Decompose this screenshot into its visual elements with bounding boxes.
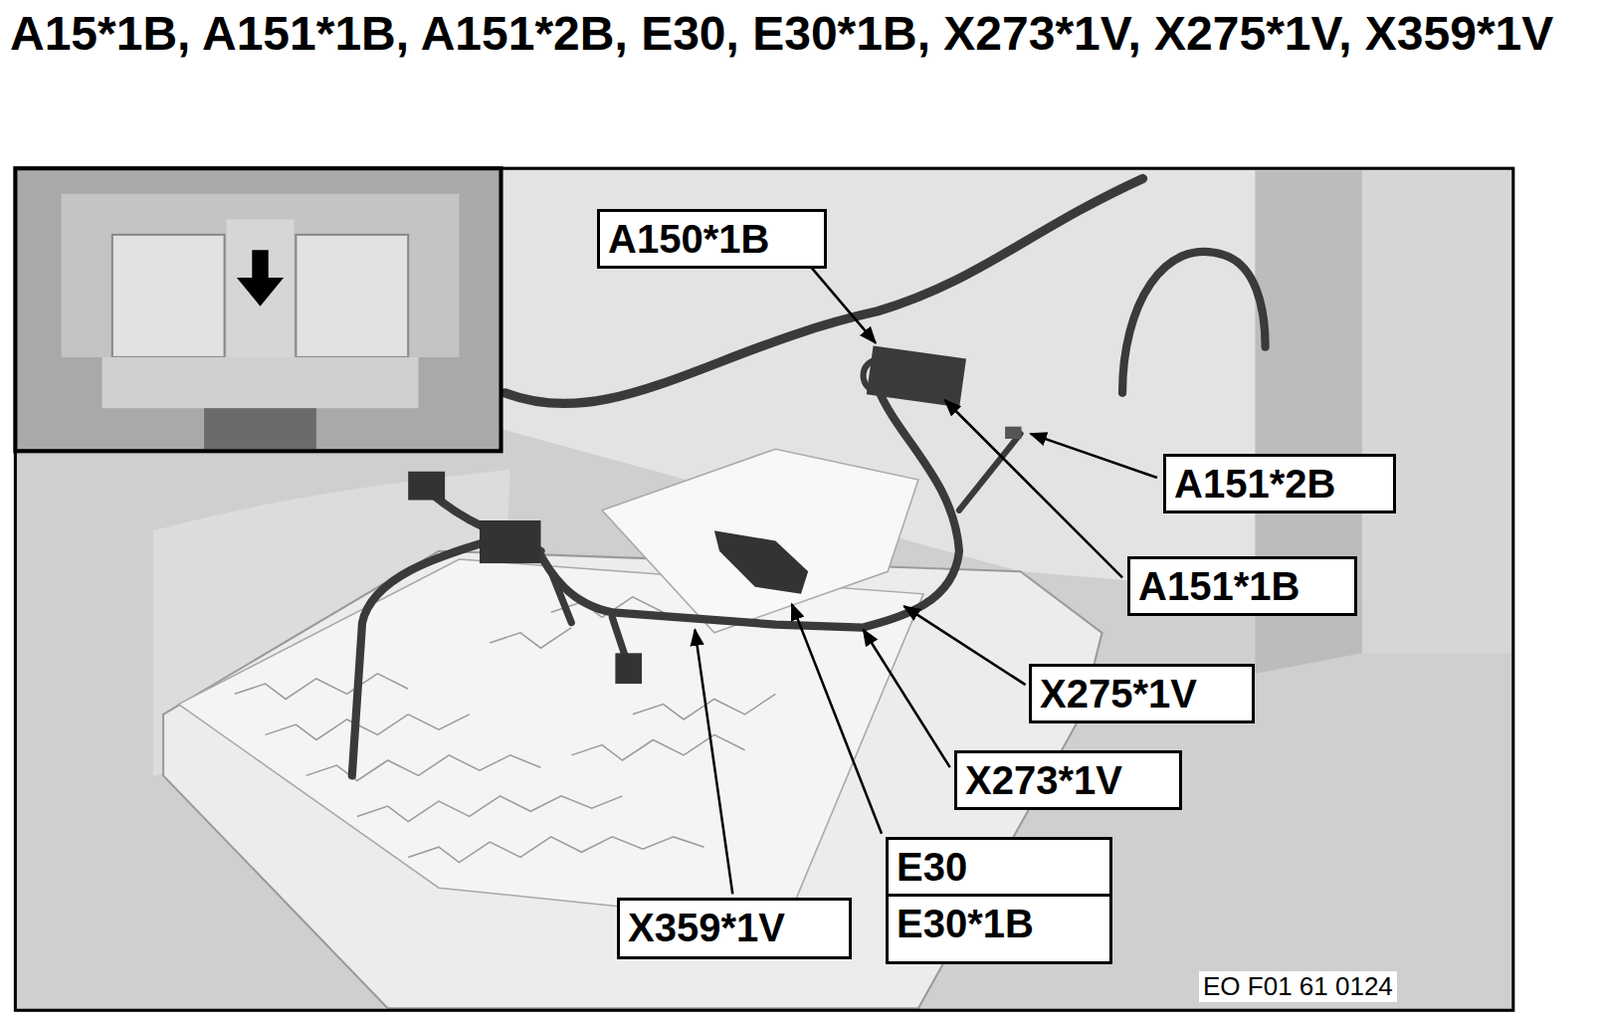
callout-box: A150*1B [597, 208, 827, 269]
callout-box: A151*2B [1163, 453, 1397, 514]
heading: A15*1B, A151*1B, A151*2B, E30, E30*1B, X… [9, 3, 1588, 64]
callout-box: E30E30*1B [885, 836, 1113, 965]
figure-id: EO F01 61 0124 [1199, 971, 1398, 1002]
callout-box: X273*1V [954, 750, 1183, 810]
part-code: X359*1V [619, 900, 849, 955]
part-code: E30 [888, 839, 1110, 894]
part-code: A150*1B [600, 211, 824, 266]
callout-box: X275*1V [1028, 663, 1255, 724]
part-code: E30*1B [888, 893, 1110, 951]
callout-box: X359*1V [616, 897, 852, 960]
callout-box: A151*1B [1127, 556, 1358, 616]
part-code: X275*1V [1031, 666, 1252, 721]
part-code: A151*1B [1130, 559, 1355, 613]
part-code: A151*2B [1166, 456, 1394, 511]
part-code: X273*1V [957, 753, 1180, 807]
